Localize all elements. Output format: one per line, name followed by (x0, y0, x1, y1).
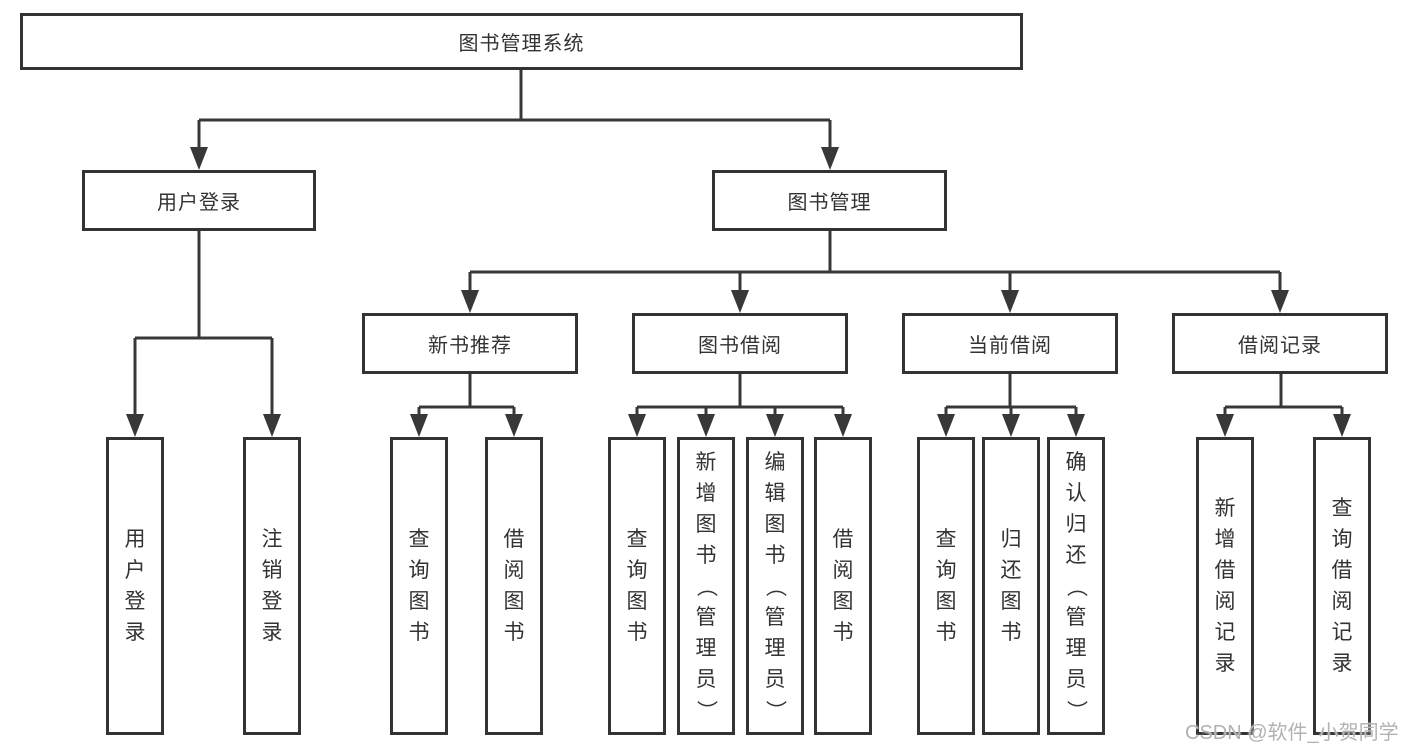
node-book-borrow: 图书借阅 (632, 313, 848, 374)
leaf-return-books: 归还图书 (982, 437, 1040, 735)
leaf-edit-books-admin: 编辑图书（管理员） (746, 437, 804, 735)
connector-root-to-level2 (190, 69, 839, 170)
node-book-management-branch: 图书管理 (712, 170, 947, 231)
node-new-book-recommend: 新书推荐 (362, 313, 578, 374)
leaf-query-borrow-record: 查询借阅记录 (1313, 437, 1371, 735)
node-current-borrow: 当前借阅 (902, 313, 1118, 374)
leaf-borrow-books-recommend: 借阅图书 (485, 437, 543, 735)
connector-current-borrow-to-leaves (937, 373, 1085, 437)
leaf-query-books-recommend: 查询图书 (390, 437, 448, 735)
leaf-add-books-admin: 新增图书（管理员） (677, 437, 735, 735)
connector-borrow-records-to-leaves (1216, 373, 1351, 437)
leaf-add-borrow-record: 新增借阅记录 (1196, 437, 1254, 735)
csdn-watermark: CSDN @软件_小贺同学 (1185, 722, 1399, 744)
leaf-borrow-books: 借阅图书 (814, 437, 872, 735)
connector-user-login-to-leaves (126, 230, 281, 437)
connector-book-mgmt-to-level3 (461, 230, 1289, 313)
leaf-query-books-current: 查询图书 (917, 437, 975, 735)
node-library-system: 图书管理系统 (20, 13, 1023, 70)
leaf-user-login: 用户登录 (106, 437, 164, 735)
node-borrow-records: 借阅记录 (1172, 313, 1388, 374)
leaf-query-books-borrow: 查询图书 (608, 437, 666, 735)
leaf-logout: 注销登录 (243, 437, 301, 735)
connector-new-book-rec-to-leaves (410, 373, 523, 437)
leaf-confirm-return-admin: 确认归还（管理员） (1047, 437, 1105, 735)
connector-book-borrow-to-leaves (628, 373, 852, 437)
node-user-login-branch: 用户登录 (82, 170, 316, 231)
